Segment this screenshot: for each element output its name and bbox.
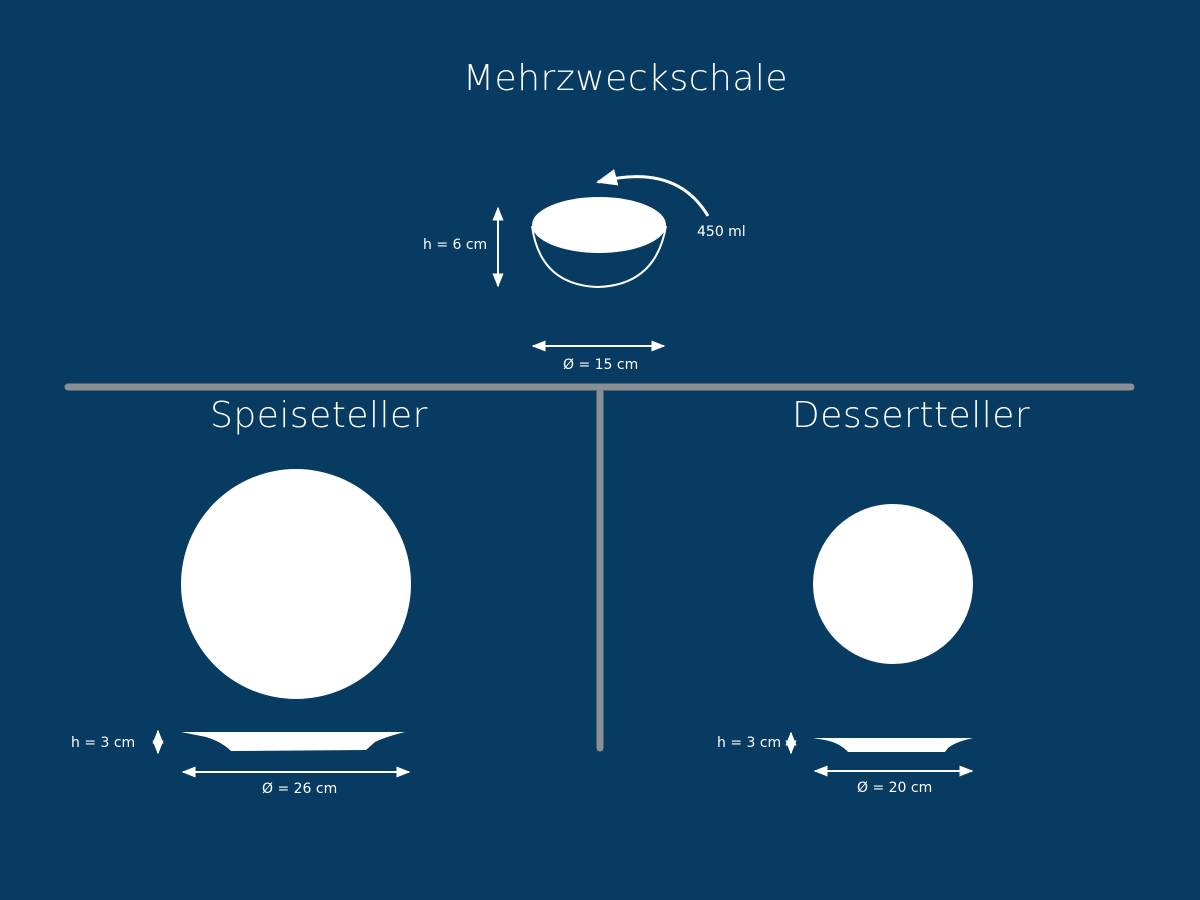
dessert-plate-top-view xyxy=(813,504,973,664)
dinner-plate-diameter-label: Ø = 26 cm xyxy=(262,781,338,797)
dinner-plate-title: Speiseteller xyxy=(210,395,428,436)
bowl-title: Mehrzweckschale xyxy=(463,58,789,99)
dinner-plate-top-view xyxy=(181,469,411,699)
dinner-plate-side-view xyxy=(181,732,405,751)
dessert-plate-height-label: h = 3 cm xyxy=(717,735,782,751)
dessert-plate-title: Dessertteller xyxy=(792,395,1031,436)
dessert-plate-side-view xyxy=(813,738,973,752)
bowl-volume-arrow xyxy=(595,169,710,217)
bowl-volume-label: 450 ml xyxy=(697,224,746,240)
bowl-diameter-label: Ø = 15 cm xyxy=(563,357,639,373)
divider-lines xyxy=(64,383,1135,752)
dinner-plate-height-label: h = 3 cm xyxy=(71,735,136,751)
bowl-height-label: h = 6 cm xyxy=(423,237,488,253)
dessert-plate-diameter-label: Ø = 20 cm xyxy=(857,780,933,796)
bowl-illustration xyxy=(531,197,667,289)
